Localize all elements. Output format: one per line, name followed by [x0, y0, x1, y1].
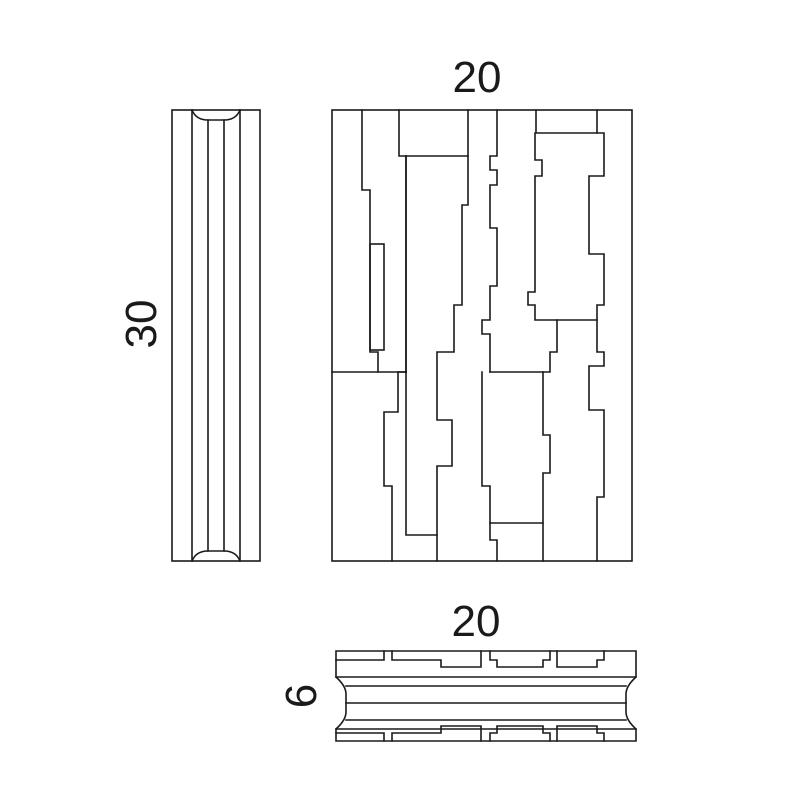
depth-dimension-label: 6 [277, 684, 326, 708]
side-view: 30 [117, 108, 261, 563]
front-view [331, 109, 633, 562]
front-width-dimension-label: 20 [453, 53, 502, 102]
top-view [335, 650, 637, 742]
top-width-dimension-label: 20 [452, 597, 501, 646]
height-dimension-label: 30 [117, 300, 166, 349]
